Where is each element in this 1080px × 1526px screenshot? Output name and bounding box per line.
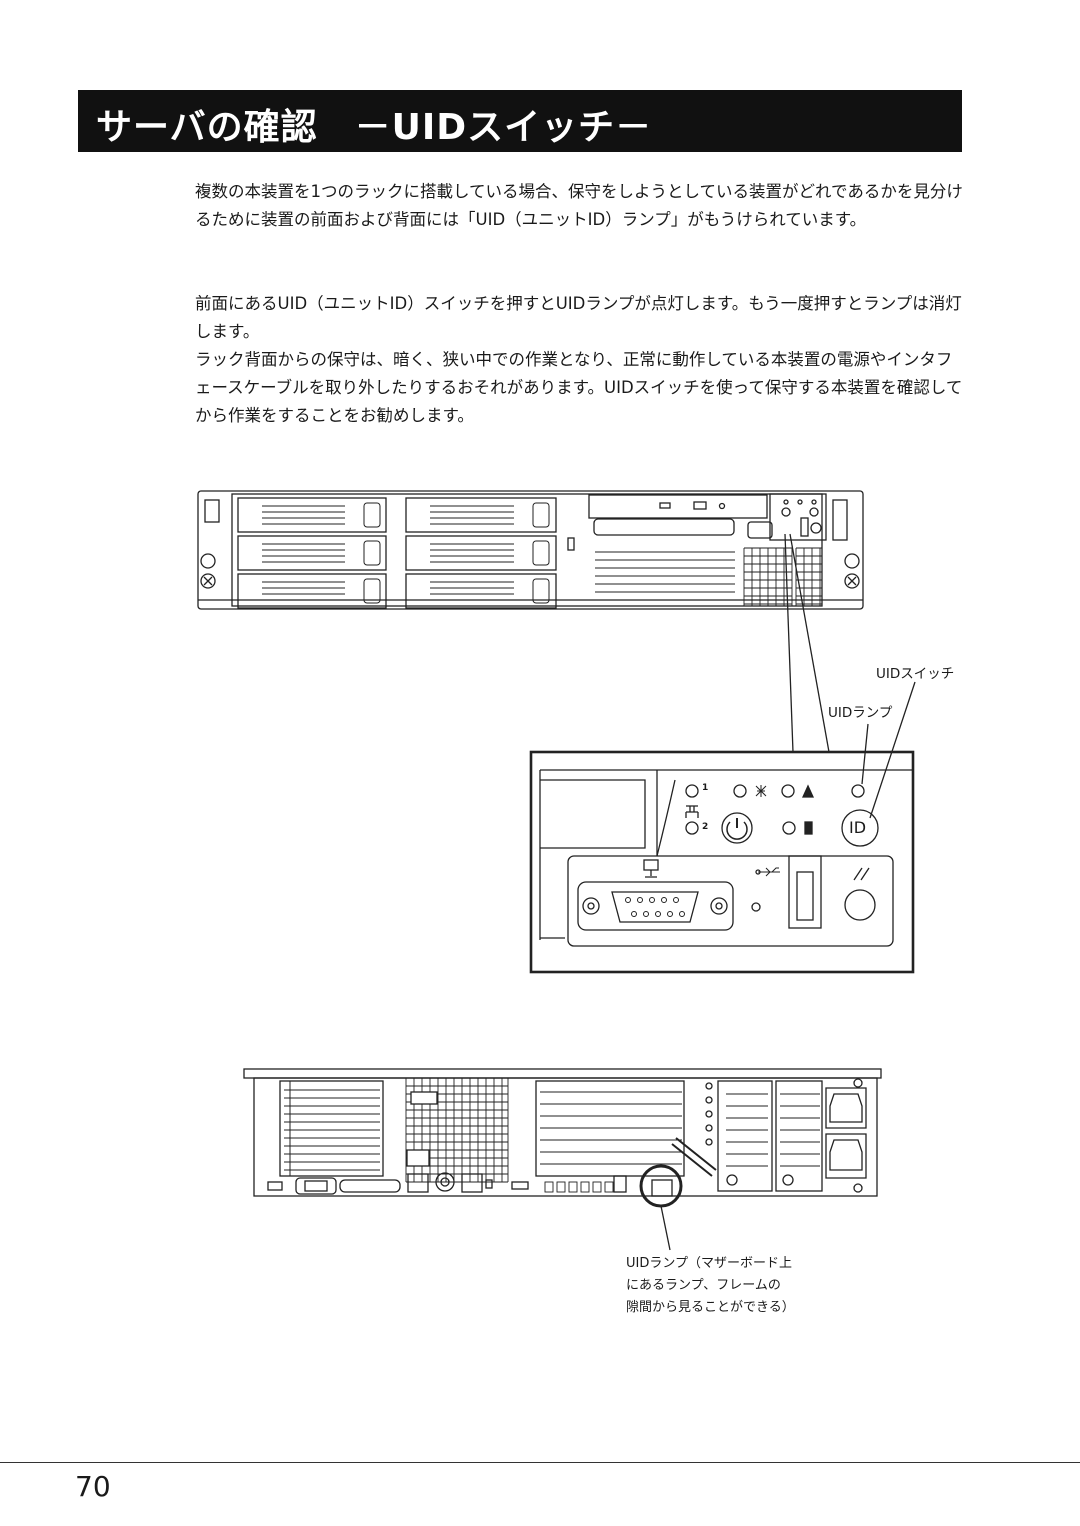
front-panel-detail: [529, 750, 915, 974]
switch-paragraph: 前面にあるUID（ユニットID）スイッチを押すとUIDランプが点灯します。もう一…: [195, 294, 962, 341]
footer-rule: [0, 1462, 1080, 1463]
rear-uid-lamp-label-3: 隙間から見ることができる）: [626, 1300, 795, 1315]
server-front-view: [197, 490, 864, 610]
lan2-label: 2: [702, 822, 709, 832]
maintenance-paragraph: ラック背面からの保守は、暗く、狭い中での作業となり、正常に動作している本装置の電…: [195, 350, 963, 425]
lan1-label: 1: [702, 783, 709, 793]
uid-lamp-label: UIDランプ: [828, 705, 893, 721]
rear-uid-lamp-label-2: にあるランプ、フレームの: [626, 1278, 781, 1293]
page-number: 70: [75, 1470, 111, 1503]
id-button-label: ID: [849, 818, 867, 837]
server-rear-view: [243, 1068, 882, 1208]
intro-paragraph: 複数の本装置を1つのラックに搭載している場合、保守をしようとしている装置がどれで…: [195, 182, 963, 229]
section-title-bar: サーバの確認 －UIDスイッチ－: [78, 90, 962, 152]
uid-switch-label: UIDスイッチ: [876, 666, 955, 682]
rear-uid-lamp-label-1: UIDランプ（マザーボード上: [626, 1256, 792, 1271]
page-title: サーバの確認 －UIDスイッチ－: [96, 107, 653, 148]
